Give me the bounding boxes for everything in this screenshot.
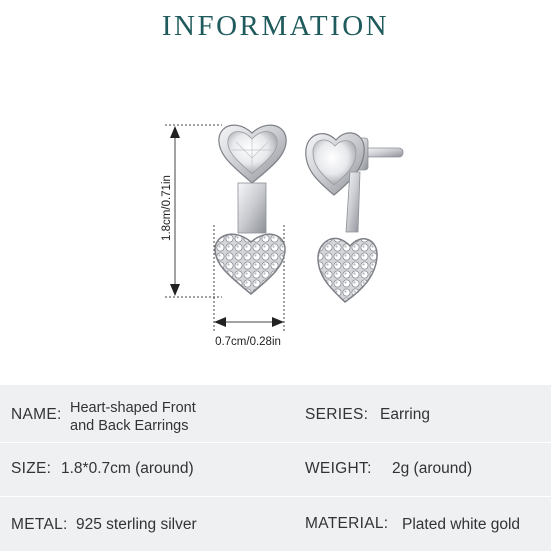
weight-value: 2g (around) (392, 460, 473, 477)
size-label: SIZE: (11, 460, 52, 477)
spec-table: NAME: Heart-shaped Front and Back Earrin… (0, 385, 551, 551)
material-value: Plated white gold (402, 516, 521, 533)
series-label: SERIES: (305, 406, 369, 423)
spec-row-metal: METAL: 925 sterling silver MATERIAL: Pla… (0, 496, 551, 551)
product-image: 1.8cm/0.71in 0.7cm/0.28in (161, 124, 404, 348)
spec-row-size: SIZE: 1.8*0.7cm (around) WEIGHT: 2g (aro… (0, 442, 551, 496)
right-earring (305, 132, 404, 303)
name-label: NAME: (11, 406, 62, 423)
size-value: 1.8*0.7cm (around) (61, 460, 194, 477)
metal-label: METAL: (11, 516, 68, 533)
row-divider (0, 496, 551, 497)
material-label: MATERIAL: (305, 515, 389, 532)
earring-illustration (165, 124, 404, 332)
name-value-line2: and Back Earrings (70, 418, 189, 434)
spec-row-name: NAME: Heart-shaped Front and Back Earrin… (0, 385, 551, 442)
name-value-line1: Heart-shaped Front (70, 400, 196, 416)
series-value: Earring (380, 406, 430, 423)
width-dimension-label: 0.7cm/0.28in (215, 336, 281, 348)
row-divider (0, 442, 551, 443)
weight-label: WEIGHT: (305, 460, 372, 477)
height-dimension-label: 1.8cm/0.71in (161, 175, 173, 241)
height-dimension-lines (165, 124, 222, 298)
left-earring (214, 124, 287, 295)
page-title: INFORMATION (161, 10, 390, 42)
metal-value: 925 sterling silver (76, 516, 197, 533)
